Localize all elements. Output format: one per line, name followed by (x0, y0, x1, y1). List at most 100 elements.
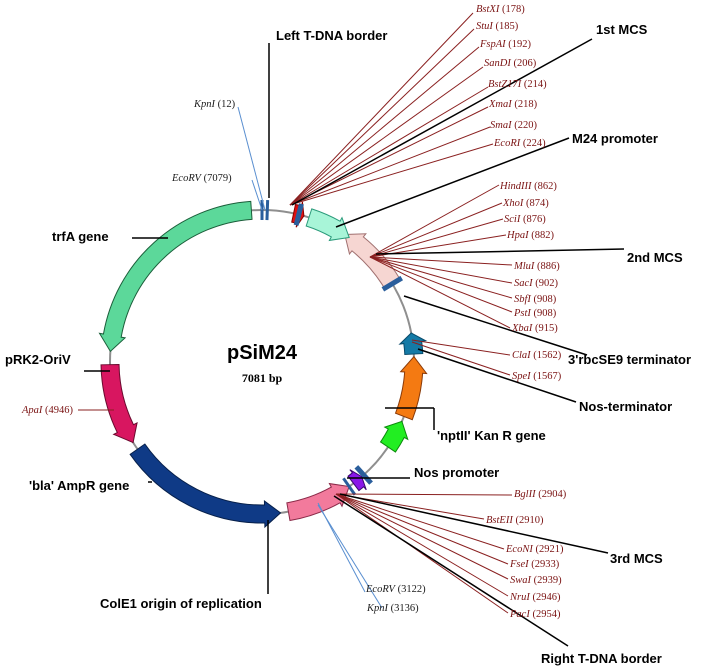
trfa-gene-segment (98, 200, 253, 353)
site-spei: SpeI (1567) (512, 371, 562, 382)
mcs1-marker (293, 203, 304, 226)
site-kpn1: KpnI (12) (193, 99, 236, 110)
site-bglii: BglII (2904) (514, 489, 567, 500)
nos-terminator-segment (398, 332, 428, 356)
site-xhoi: XhoI (874) (502, 198, 549, 209)
oriv-segment (100, 363, 138, 444)
label-trfa: trfA gene (52, 229, 109, 244)
label-oriv: pRK2-OriV (5, 352, 71, 367)
fan-line-smai (289, 126, 491, 206)
mcs2-site-list: HindIII (862) XhoI (874) SciI (876) HpaI… (499, 181, 560, 334)
label-cole1: ColE1 origin of replication (100, 596, 262, 611)
site-clai: ClaI (1562) (512, 350, 562, 361)
mcs1-site-list: BstXI (178) StuI (185) FspAI (192) SanDI… (476, 4, 547, 149)
fan-line-econi (335, 493, 505, 550)
site-sbfi: SbfI (908) (514, 294, 557, 305)
fan-line-clai (411, 339, 511, 356)
fan-line-mlui (369, 256, 513, 266)
label-right-border: Right T-DNA border (541, 651, 662, 666)
mcs2-marker (381, 275, 404, 292)
m24-leader (335, 137, 570, 228)
fan-line-bglii (335, 493, 513, 496)
label-nos-term: Nos-terminator (579, 399, 672, 414)
fan-line-scii (369, 218, 504, 258)
fan-line-hindiii (369, 184, 500, 258)
fan-line-spei (411, 341, 511, 376)
nos-term-leader (417, 348, 577, 403)
site-psti: PstI (908) (513, 308, 557, 319)
fan-line-fspai (289, 46, 480, 206)
right-border-segment (347, 469, 367, 492)
fan-line-sbfi (369, 256, 513, 299)
site-stui: StuI (185) (476, 21, 519, 32)
fan-line-sandi (289, 66, 484, 206)
site-paci: PacI (2954) (509, 609, 561, 620)
cole1-origin-segment (286, 482, 350, 522)
nptii-kanr-segment (394, 355, 428, 421)
fan-line-bstz17i (289, 86, 489, 206)
kpn1-marker (265, 200, 270, 221)
label-mcs3: 3rd MCS (610, 551, 663, 566)
fan-line-swai (335, 493, 509, 580)
site-ecori: EcoRI (224) (493, 138, 546, 149)
fan-line-fsei (335, 493, 509, 565)
plasmid-name: pSiM24 (227, 342, 298, 364)
site-econi: EcoNI (2921) (505, 544, 564, 555)
site-bsteii: BstEII (2910) (486, 515, 544, 526)
site-hindiii: HindIII (862) (499, 181, 557, 192)
site-nrui: NruI (2946) (509, 592, 561, 603)
site-connector-lines (78, 12, 513, 614)
blue-site-lines (237, 106, 383, 609)
label-left-border: Left T-DNA border (276, 28, 387, 43)
site-fsei: FseI (2933) (509, 559, 560, 570)
site-bstz17i: BstZ17I (214) (488, 79, 547, 90)
fan-line-paci (335, 493, 509, 614)
site-swai: SwaI (2939) (510, 575, 562, 586)
site-fspai: FspAI (192) (479, 39, 532, 50)
fan-line-nrui (335, 493, 509, 597)
label-m24: M24 promoter (572, 131, 658, 146)
bla-ampr-segment (129, 443, 282, 529)
site-sandi: SanDI (206) (484, 58, 537, 69)
nos-promoter-segment (379, 420, 409, 453)
label-nos-prom: Nos promoter (414, 465, 499, 480)
label-mcs1: 1st MCS (596, 22, 648, 37)
ecorv1-line (251, 179, 263, 211)
label-mcs2: 2nd MCS (627, 250, 683, 265)
site-hpai: HpaI (882) (506, 230, 554, 241)
site-mlui: MluI (886) (513, 261, 560, 272)
m24-promoter-segment (305, 208, 350, 242)
label-rbcs: 3'rbcSE9 terminator (568, 352, 691, 367)
site-kpn2: KpnI (3136) (366, 603, 419, 614)
mcs1-leader (291, 38, 593, 206)
site-ecorv2: EcoRV (3122) (365, 584, 426, 595)
kpn1-line (237, 106, 266, 211)
site-xmai: XmaI (218) (488, 99, 538, 110)
site-apai: ApaI (4946) (21, 405, 74, 416)
fan-line-xbai (369, 256, 511, 329)
ecorv2-marker (342, 477, 357, 496)
site-scii: SciI (876) (504, 214, 546, 225)
plasmid-size: 7081 bp (242, 371, 283, 385)
mcs2-leader (375, 248, 625, 255)
fan-line-ecori (289, 143, 494, 206)
site-smai: SmaI (220) (490, 120, 537, 131)
fan-line-saci (369, 256, 513, 284)
site-ecorv1: EcoRV (7079) (171, 173, 232, 184)
mcs3-leader (339, 493, 609, 554)
site-saci: SacI (902) (514, 278, 559, 289)
mcs3-site-list: BglII (2904) BstEII (2910) EcoNI (2921) … (486, 489, 567, 620)
fan-line-stui (289, 28, 475, 206)
fan-line-xhoi (369, 202, 503, 258)
site-bstxi: BstXI (178) (476, 4, 525, 15)
fan-line-bstxi (289, 12, 474, 206)
mcs3-marker (354, 465, 373, 485)
label-bla: 'bla' AmpR gene (29, 478, 129, 493)
label-leader-lines (84, 38, 625, 647)
fan-line-psti (369, 256, 513, 313)
rbcs-leader (403, 295, 588, 356)
right-border-leader (333, 495, 569, 647)
label-nptii: 'nptII' Kan R gene (437, 428, 546, 443)
